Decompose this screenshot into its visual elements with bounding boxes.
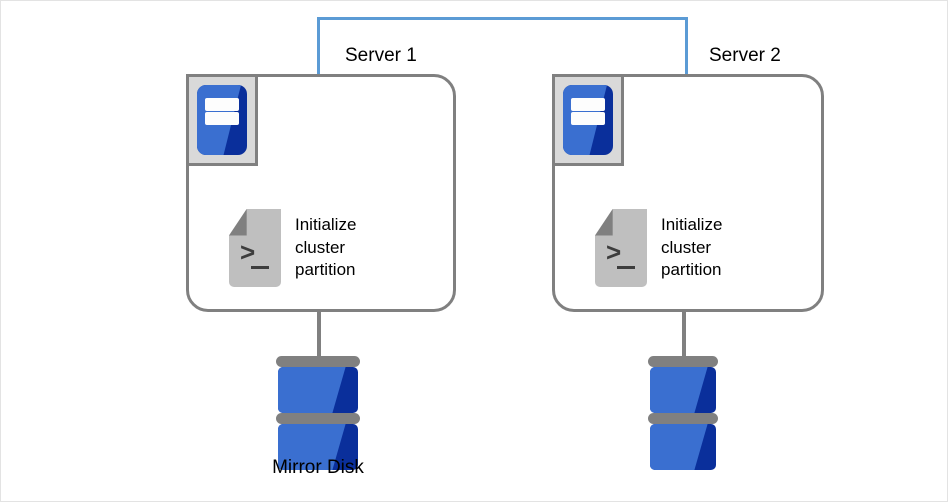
interconnect-segment-right — [685, 17, 688, 75]
disk-bar — [276, 356, 360, 367]
server-2-label: Server 2 — [709, 45, 781, 66]
script-icon-prompt: > — [606, 237, 622, 267]
server-icon — [552, 74, 624, 166]
server-icon-slot — [571, 98, 605, 112]
interconnect-segment-left — [317, 17, 320, 75]
disk-platter — [278, 424, 358, 470]
script-icon-prompt: > — [240, 237, 256, 267]
server-icon — [186, 74, 258, 166]
server-1-action: > Initialize cluster partition — [229, 209, 356, 287]
disk-platter — [278, 367, 358, 413]
server-icon-slot — [205, 98, 239, 112]
interconnect-segment-top — [317, 17, 688, 20]
script-icon: > — [595, 209, 647, 287]
server-1-action-label: Initialize cluster partition — [295, 215, 357, 280]
disk-bar — [276, 413, 360, 424]
script-icon-caret — [251, 266, 269, 269]
disk-platter — [650, 367, 716, 413]
disk-bar — [648, 356, 718, 367]
script-icon-fold — [595, 209, 613, 236]
server-1-disk-connector — [317, 309, 321, 361]
server-2-action: > Initialize cluster partition — [595, 209, 722, 287]
disk-icon — [648, 356, 718, 470]
server-icon-slot — [205, 112, 239, 126]
script-icon: > — [229, 209, 281, 287]
disk-icon — [276, 356, 360, 470]
server-icon-chassis — [563, 85, 613, 155]
disk-platter — [650, 424, 716, 470]
disk-bar — [648, 413, 718, 424]
server-2-disk-connector — [682, 309, 686, 361]
server-1-label: Server 1 — [345, 45, 417, 66]
server-icon-slot — [571, 112, 605, 126]
server-icon-chassis — [197, 85, 247, 155]
server-2-action-label: Initialize cluster partition — [661, 215, 723, 280]
script-icon-fold — [229, 209, 247, 236]
script-icon-caret — [617, 266, 635, 269]
disk-1-label: Mirror Disk — [272, 457, 364, 478]
